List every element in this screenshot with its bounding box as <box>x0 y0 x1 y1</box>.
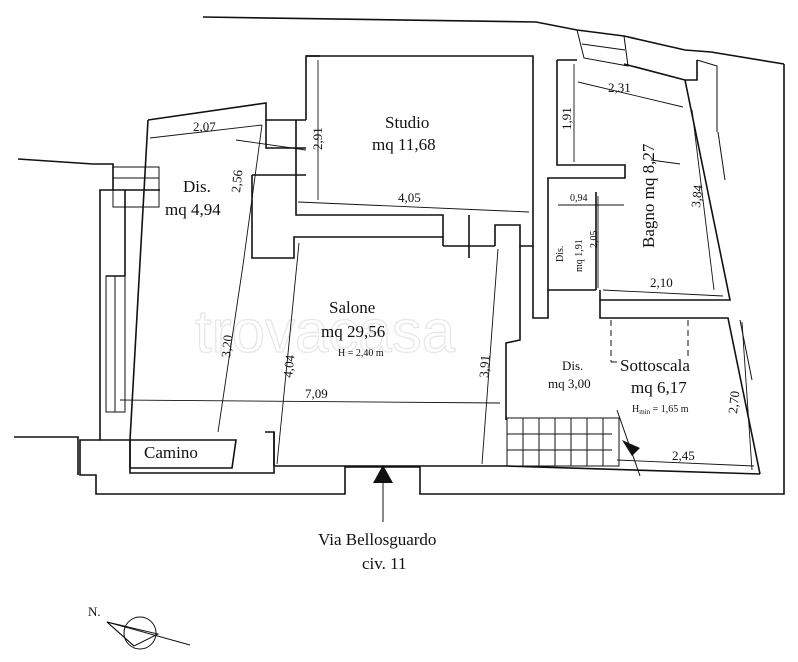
dim-2-07: 2,07 <box>193 119 216 134</box>
entrance-arrow <box>373 465 393 522</box>
room-dis-lower-area: mq 3,00 <box>548 376 591 391</box>
room-dis-lower-name: Dis. <box>562 358 583 373</box>
room-studio-area: mq 11,68 <box>372 135 436 154</box>
dim-2-31: 2,31 <box>608 80 631 95</box>
dim-1-91: 1,91 <box>559 107 574 130</box>
dim-2-56: 2,56 <box>228 169 245 194</box>
room-sottoscala-name: Sottoscala <box>620 356 690 375</box>
camino-label: Camino <box>144 443 198 462</box>
room-dis-small-name: Dis. <box>555 246 566 262</box>
room-salone-name: Salone <box>329 298 375 317</box>
north-compass-icon <box>106 616 191 650</box>
room-bagno-label: Bagno mq 8,27 <box>639 143 658 248</box>
dim-3-91: 3,91 <box>476 354 493 378</box>
room-sottoscala-hmin: Hmin = 1,65 m <box>632 404 689 416</box>
dim-2-45: 2,45 <box>672 448 695 463</box>
dim-4-04: 4,04 <box>280 354 297 379</box>
room-salone-area: mq 29,56 <box>321 322 385 341</box>
north-label: N. <box>88 604 101 619</box>
sottoscala-dashed-area <box>610 320 689 363</box>
address-civic: civ. 11 <box>362 554 407 573</box>
dim-3-84: 3,84 <box>688 184 705 209</box>
watermark: trovacasa <box>195 298 456 365</box>
walls <box>14 16 785 495</box>
dim-3-20: 3,20 <box>218 334 235 358</box>
dim-2-05: 2,05 <box>589 231 600 249</box>
dim-2-70: 2,70 <box>725 390 742 414</box>
dim-2-91: 2,91 <box>310 127 325 150</box>
room-studio-name: Studio <box>385 113 429 132</box>
dim-2-10: 2,10 <box>650 275 673 290</box>
dim-0-94: 0,94 <box>570 193 588 204</box>
address-street: Via Bellosguardo <box>318 530 436 549</box>
staircase <box>506 409 641 477</box>
dimension-lines <box>119 60 755 471</box>
hmin-value: = 1,65 m <box>650 404 689 415</box>
hmin-prefix: H <box>632 404 639 415</box>
room-dis-small-area: mq 1,91 <box>574 239 585 272</box>
hmin-sub: min <box>639 408 650 416</box>
dim-7-09: 7,09 <box>305 386 328 401</box>
room-sottoscala-area: mq 6,17 <box>631 378 687 397</box>
room-dis-left-name: Dis. <box>183 177 211 196</box>
room-salone-height: H = 2,40 m <box>338 348 384 359</box>
dim-4-05: 4,05 <box>398 190 421 205</box>
room-dis-left-area: mq 4,94 <box>165 200 221 219</box>
